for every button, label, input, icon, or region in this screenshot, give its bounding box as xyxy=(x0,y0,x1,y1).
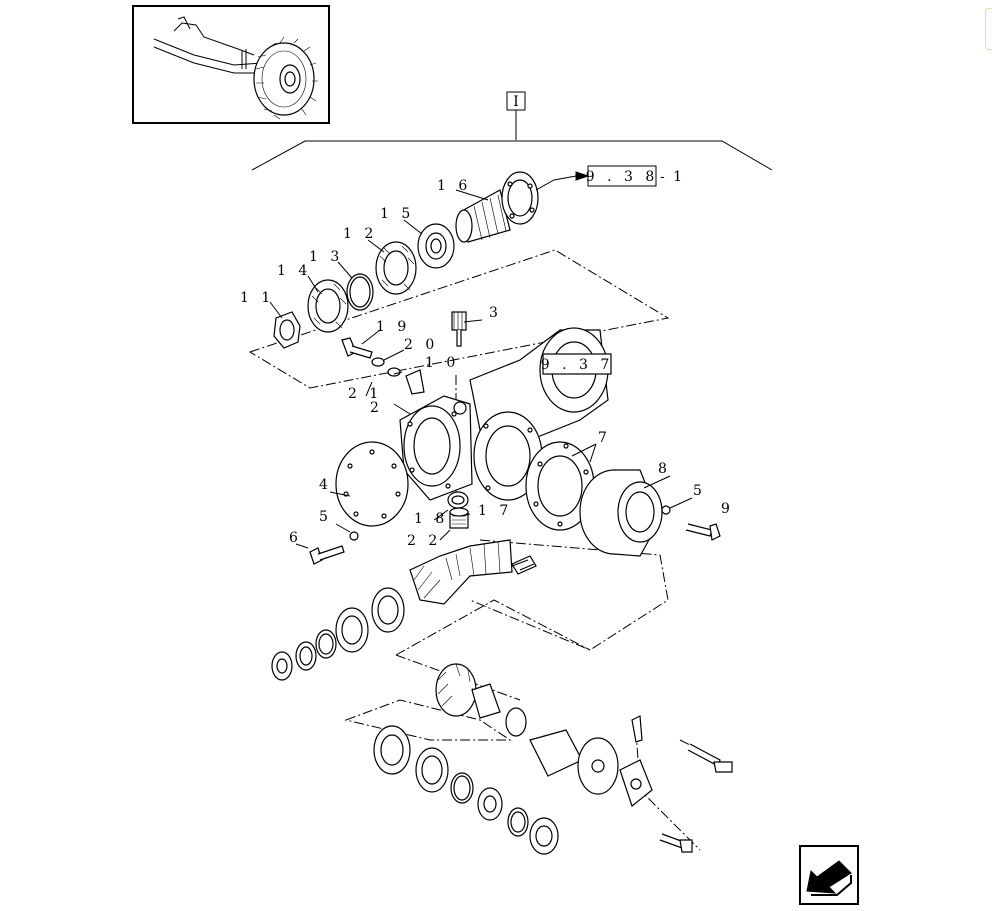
callout-11: 1 1 xyxy=(240,290,274,306)
callout-9: 9 xyxy=(721,501,734,517)
window-edge-tab xyxy=(985,8,992,50)
reference-a-text: 9 . 3 8 xyxy=(586,169,659,185)
ring-gear-assembly xyxy=(435,663,653,808)
part-16-output-shaft xyxy=(455,171,539,243)
reference-box-a[interactable]: 9 . 3 8 - 1 xyxy=(535,165,684,191)
callout-12: 1 2 xyxy=(343,226,377,242)
part-5-washer-right xyxy=(661,505,671,515)
reference-a-suffix: - 1 xyxy=(660,169,684,185)
part-8-flange-housing xyxy=(579,469,663,557)
callout-5-right: 5 xyxy=(693,483,706,499)
part-10-bracket xyxy=(405,369,425,395)
part-7-gasket xyxy=(525,441,595,531)
part-20-washer xyxy=(371,357,385,367)
callout-4: 4 xyxy=(319,477,332,493)
part-15-seal xyxy=(417,223,455,269)
lower-fasteners xyxy=(511,559,733,853)
part-19-bolt xyxy=(341,337,373,359)
part-6-screw xyxy=(309,545,345,565)
group-ref-label: I xyxy=(513,94,519,110)
part-12-bearing xyxy=(375,241,417,295)
location-thumbnail xyxy=(132,5,330,124)
part-17-plug xyxy=(449,507,469,529)
callout-14: 1 4 xyxy=(277,263,311,279)
reference-box-b[interactable]: 9 . 3 7 xyxy=(541,353,614,375)
callout-16: 1 6 xyxy=(437,178,471,194)
callout-2: 2 xyxy=(370,400,383,416)
callout-17: 1 7 xyxy=(478,503,512,519)
callout-18: 1 8 xyxy=(414,511,448,527)
bearing-stack-left xyxy=(271,587,405,681)
part-5-washer-left xyxy=(349,531,359,541)
callout-13: 1 3 xyxy=(309,249,343,265)
pinion-group-boundary xyxy=(395,599,591,701)
part-13-snap-ring xyxy=(346,273,374,311)
callout-7: 7 xyxy=(598,430,611,446)
part-4-cover xyxy=(335,441,409,527)
leader-lines xyxy=(269,189,693,549)
callout-22: 2 2 xyxy=(407,533,441,549)
group-bracket xyxy=(251,110,773,171)
lower-assembly-boundary xyxy=(344,699,512,741)
part-3-breather xyxy=(451,311,467,347)
part-14-bearing xyxy=(307,279,349,333)
callout-20: 2 0 xyxy=(404,337,438,353)
callout-5-left: 5 xyxy=(319,509,332,525)
callout-8: 8 xyxy=(658,461,671,477)
bearing-stack-lower xyxy=(373,725,559,855)
tractor-axle-thumbnail-image xyxy=(153,16,318,120)
part-18-plug xyxy=(447,491,469,509)
upper-assembly-boundary xyxy=(248,249,670,389)
part-21-clip xyxy=(387,367,401,377)
callout-6: 6 xyxy=(289,530,302,546)
callout-21: 2 1 xyxy=(348,386,382,402)
callout-10: 1 0 xyxy=(425,355,459,371)
reference-b-text: 9 . 3 7 xyxy=(541,357,614,373)
part-9-screw xyxy=(685,523,721,541)
callout-15: 1 5 xyxy=(380,206,414,222)
part-11-lock-nut xyxy=(273,311,301,349)
pinion-gear-assembly xyxy=(409,539,537,605)
callout-19: 1 9 xyxy=(376,319,410,335)
callout-3: 3 xyxy=(489,305,502,321)
previous-page-button[interactable] xyxy=(799,845,859,905)
arrow-left-icon xyxy=(806,860,852,896)
